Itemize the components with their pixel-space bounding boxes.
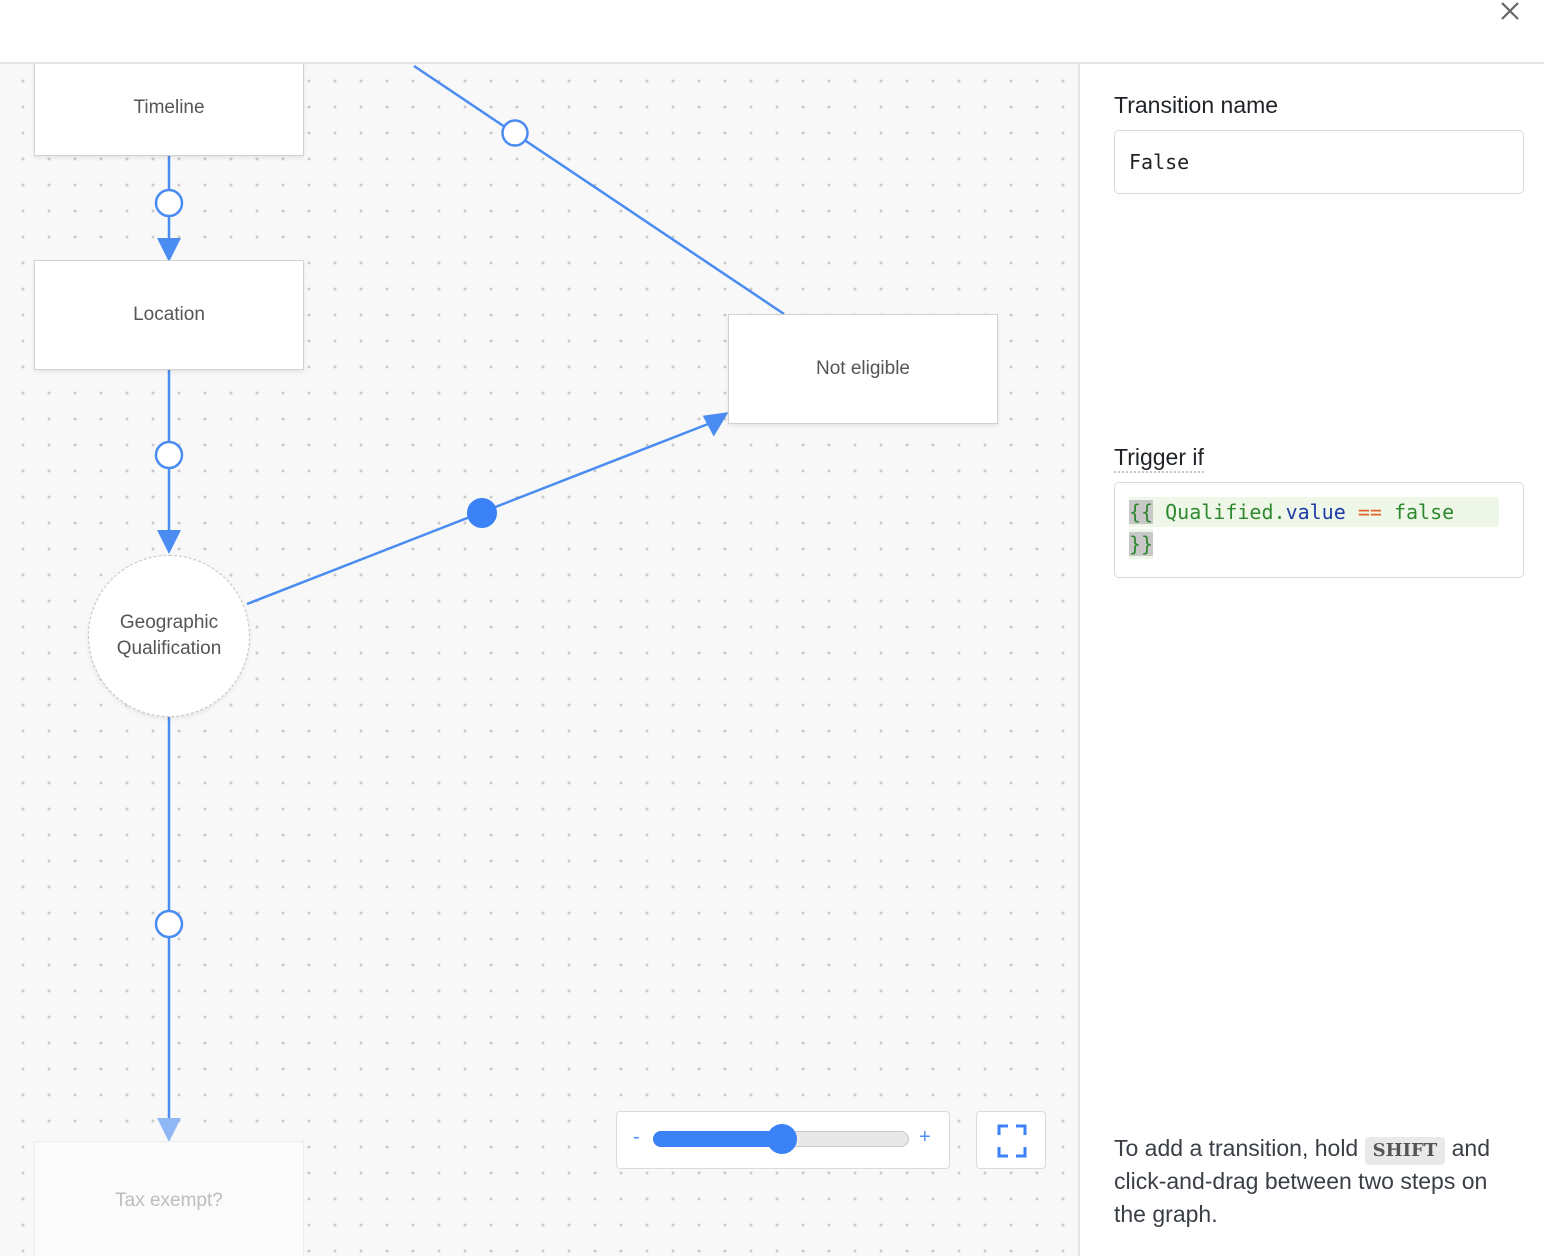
- code-operator: ==: [1357, 500, 1382, 524]
- edge-handle: [154, 188, 184, 218]
- node-label-line1: Geographic: [119, 612, 219, 633]
- edge-geographic-to-not-eligible-selected[interactable]: [246, 412, 732, 606]
- edge-geographic-to-tax-exempt[interactable]: [154, 716, 184, 1142]
- edge-handle: [501, 119, 529, 147]
- trigger-code-editor[interactable]: {{ Qualified.value == false }}: [1114, 482, 1524, 578]
- transition-panel: Transition name Trigger if {{ Qualified.…: [1080, 64, 1544, 1256]
- code-close-brace: }}: [1129, 532, 1154, 556]
- add-transition-hint: To add a transition, hold SHIFT and clic…: [1114, 1132, 1524, 1231]
- node-not-eligible[interactable]: Not eligible: [728, 314, 998, 424]
- node-geographic-qualification[interactable]: Geographic Qualification: [88, 555, 250, 717]
- zoom-slider[interactable]: [653, 1124, 909, 1154]
- arrowhead-icon: [702, 412, 729, 437]
- code-open-brace: {{: [1129, 500, 1154, 524]
- close-icon: [1501, 2, 1519, 20]
- code-dot: .: [1273, 500, 1286, 524]
- node-label: Timeline: [133, 97, 205, 118]
- code-line-1: {{ Qualified.value == false: [1129, 497, 1499, 527]
- edge-timeline-to-location[interactable]: [154, 156, 184, 262]
- edge-handle: [154, 440, 184, 470]
- close-button[interactable]: [1494, 0, 1526, 24]
- zoom-slider-thumb[interactable]: [767, 1124, 797, 1154]
- arrowhead-icon: [157, 1118, 181, 1142]
- workflow-graph-canvas[interactable]: Timeline Location Not eligible Geographi…: [0, 64, 1080, 1256]
- zoom-slider-fill: [653, 1131, 782, 1147]
- graph-edges: [154, 64, 785, 1142]
- hint-text-before: To add a transition, hold: [1114, 1135, 1359, 1161]
- fullscreen-icon: [997, 1124, 1027, 1158]
- code-identifier: Qualified: [1165, 500, 1274, 524]
- edge-upper-to-not-eligible[interactable]: [413, 64, 785, 316]
- code-keyword: false: [1393, 500, 1455, 524]
- zoom-control: - +: [616, 1111, 950, 1169]
- node-label-line2: Qualification: [116, 638, 222, 659]
- trigger-if-text: Trigger if: [1114, 444, 1204, 473]
- edge-handle-selected: [467, 498, 497, 528]
- arrowhead-icon: [157, 530, 181, 554]
- hint-text-after: and click-and-drag between two steps on …: [1114, 1135, 1490, 1227]
- edge-location-to-geographic[interactable]: [154, 370, 184, 554]
- shift-key-badge: SHIFT: [1364, 1137, 1446, 1165]
- code-line-2: }}: [1129, 529, 1154, 559]
- node-tax-exempt[interactable]: Tax exempt?: [34, 1141, 304, 1256]
- edge-handle: [154, 909, 184, 939]
- zoom-in-button[interactable]: +: [919, 1126, 931, 1148]
- fit-to-screen-button[interactable]: [976, 1111, 1046, 1169]
- code-property: value: [1285, 500, 1346, 524]
- modal-header: [0, 0, 1544, 64]
- node-label: Location: [133, 304, 205, 325]
- node-timeline[interactable]: Timeline: [34, 64, 304, 156]
- node-location[interactable]: Location: [34, 260, 304, 370]
- node-label: Not eligible: [816, 358, 910, 379]
- node-label: Tax exempt?: [115, 1190, 223, 1211]
- transition-name-label: Transition name: [1114, 92, 1279, 118]
- transition-name-input[interactable]: [1114, 130, 1524, 194]
- trigger-if-label: Trigger if: [1114, 444, 1204, 473]
- zoom-out-button[interactable]: -: [633, 1126, 640, 1148]
- arrowhead-icon: [157, 238, 181, 262]
